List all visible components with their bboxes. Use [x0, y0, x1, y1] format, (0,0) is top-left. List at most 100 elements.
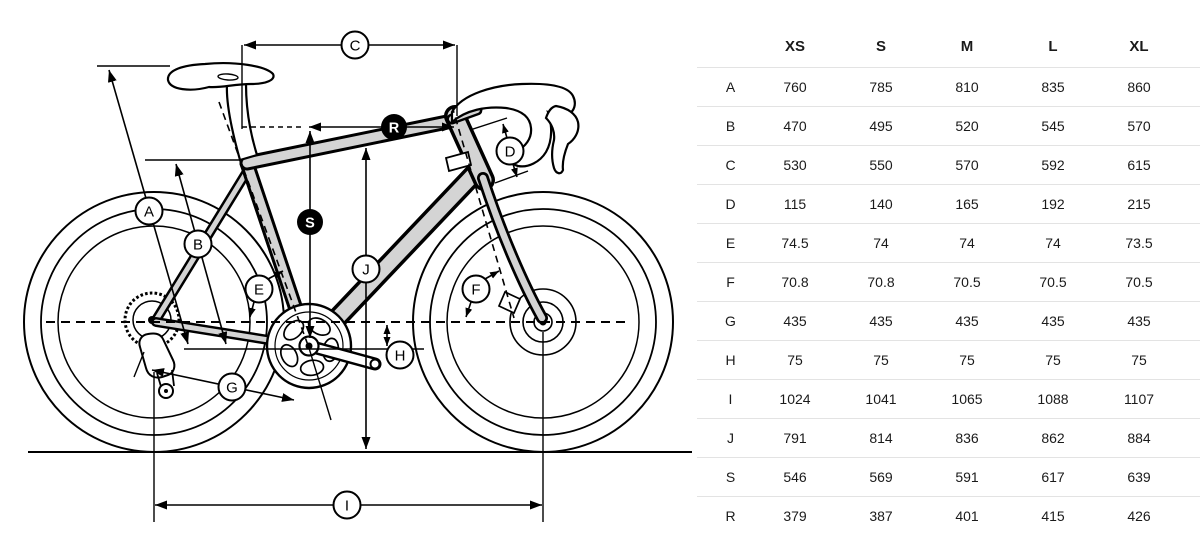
label-I: I [332, 490, 362, 520]
value-cell: 1024 [779, 391, 811, 407]
row-label-cell: B [725, 118, 736, 134]
value-cell: 165 [955, 196, 979, 212]
value-cell: 215 [1127, 196, 1151, 212]
value-cell: 435 [869, 313, 893, 329]
spacer-cell [1182, 68, 1200, 107]
svg-text:G: G [226, 380, 238, 397]
handlebar [450, 82, 580, 175]
svg-text:H: H [395, 348, 406, 365]
value-cell: 617 [1041, 469, 1065, 485]
label-D: D [495, 136, 525, 166]
crankset [265, 302, 382, 390]
value-cell: 1065 [951, 391, 983, 407]
value-cell: 760 [783, 79, 807, 95]
value-cell: 75 [1045, 352, 1061, 368]
value-cell: 379 [783, 508, 807, 524]
row-label-cell: J [727, 430, 734, 446]
value-cell: 75 [873, 352, 889, 368]
spacer-cell [1182, 341, 1200, 380]
spacer-cell [1182, 224, 1200, 263]
row-label-cell: I [728, 391, 733, 407]
value-cell: 75 [959, 352, 975, 368]
value-cell: 470 [783, 118, 807, 134]
value-cell: 75 [1131, 352, 1147, 368]
svg-text:J: J [362, 262, 370, 279]
value-cell: 860 [1127, 79, 1151, 95]
row-label-cell: D [725, 196, 736, 212]
row-label-cell: G [725, 313, 736, 329]
value-cell: 70.5 [1125, 274, 1153, 290]
table-header-row: XS S M L XL [697, 25, 1200, 68]
value-cell: 810 [955, 79, 979, 95]
column-header-blank [697, 25, 752, 68]
label-C: C [340, 30, 370, 60]
value-cell: 1088 [1037, 391, 1069, 407]
label-B: B [183, 229, 213, 259]
value-cell: 546 [783, 469, 807, 485]
frame-axis-lines [218, 101, 515, 349]
value-cell: 495 [869, 118, 893, 134]
value-cell: 1107 [1123, 391, 1155, 407]
value-cell: 192 [1041, 196, 1065, 212]
dim-D-2 [511, 163, 518, 178]
column-header-xs: XS [784, 37, 805, 55]
spacer-cell [1182, 146, 1200, 185]
svg-text:C: C [350, 38, 361, 55]
column-header-l: L [1048, 37, 1058, 55]
dim-E-1 [248, 301, 256, 318]
svg-text:D: D [505, 144, 516, 161]
label-G: G [217, 372, 247, 402]
value-cell: 70.5 [1039, 274, 1067, 290]
value-cell: 73.5 [1125, 235, 1153, 251]
saddle [166, 62, 275, 91]
bike-geometry-diagram: A B C D E F G H I J S R [23, 30, 692, 522]
value-cell: 884 [1127, 430, 1151, 446]
brake-lever [544, 104, 580, 175]
value-cell: 70.8 [867, 274, 895, 290]
value-cell: 545 [1041, 118, 1065, 134]
value-cell: 591 [955, 469, 979, 485]
value-cell: 75 [787, 352, 803, 368]
row-label-cell: E [725, 235, 736, 251]
value-cell: 74.5 [781, 235, 809, 251]
value-cell: 70.5 [953, 274, 981, 290]
spacer-cell [1182, 107, 1200, 146]
column-header-m: M [960, 37, 974, 55]
rear-derailleur [138, 332, 176, 399]
value-cell: 401 [955, 508, 979, 524]
svg-text:I: I [345, 498, 349, 515]
value-cell: 862 [1041, 430, 1065, 446]
spacer-cell [1182, 380, 1200, 419]
value-cell: 74 [1045, 235, 1061, 251]
value-cell: 435 [1127, 313, 1151, 329]
column-header-spacer [1182, 25, 1200, 68]
value-cell: 435 [1041, 313, 1065, 329]
value-cell: 836 [955, 430, 979, 446]
spacer-cell [1182, 263, 1200, 302]
value-cell: 74 [959, 235, 975, 251]
label-R: R [381, 114, 407, 140]
column-header-s: S [875, 37, 886, 55]
svg-text:E: E [254, 282, 264, 299]
dim-F-2 [484, 270, 500, 280]
value-cell: 835 [1041, 79, 1065, 95]
svg-text:R: R [389, 121, 400, 137]
value-cell: 140 [869, 196, 893, 212]
row-label-cell: F [726, 274, 735, 290]
spacer-cell [1182, 302, 1200, 341]
row-label-cell: S [725, 469, 736, 485]
value-cell: 615 [1127, 157, 1151, 173]
value-cell: 569 [869, 469, 893, 485]
label-F: F [461, 274, 491, 304]
label-S: S [297, 209, 323, 235]
